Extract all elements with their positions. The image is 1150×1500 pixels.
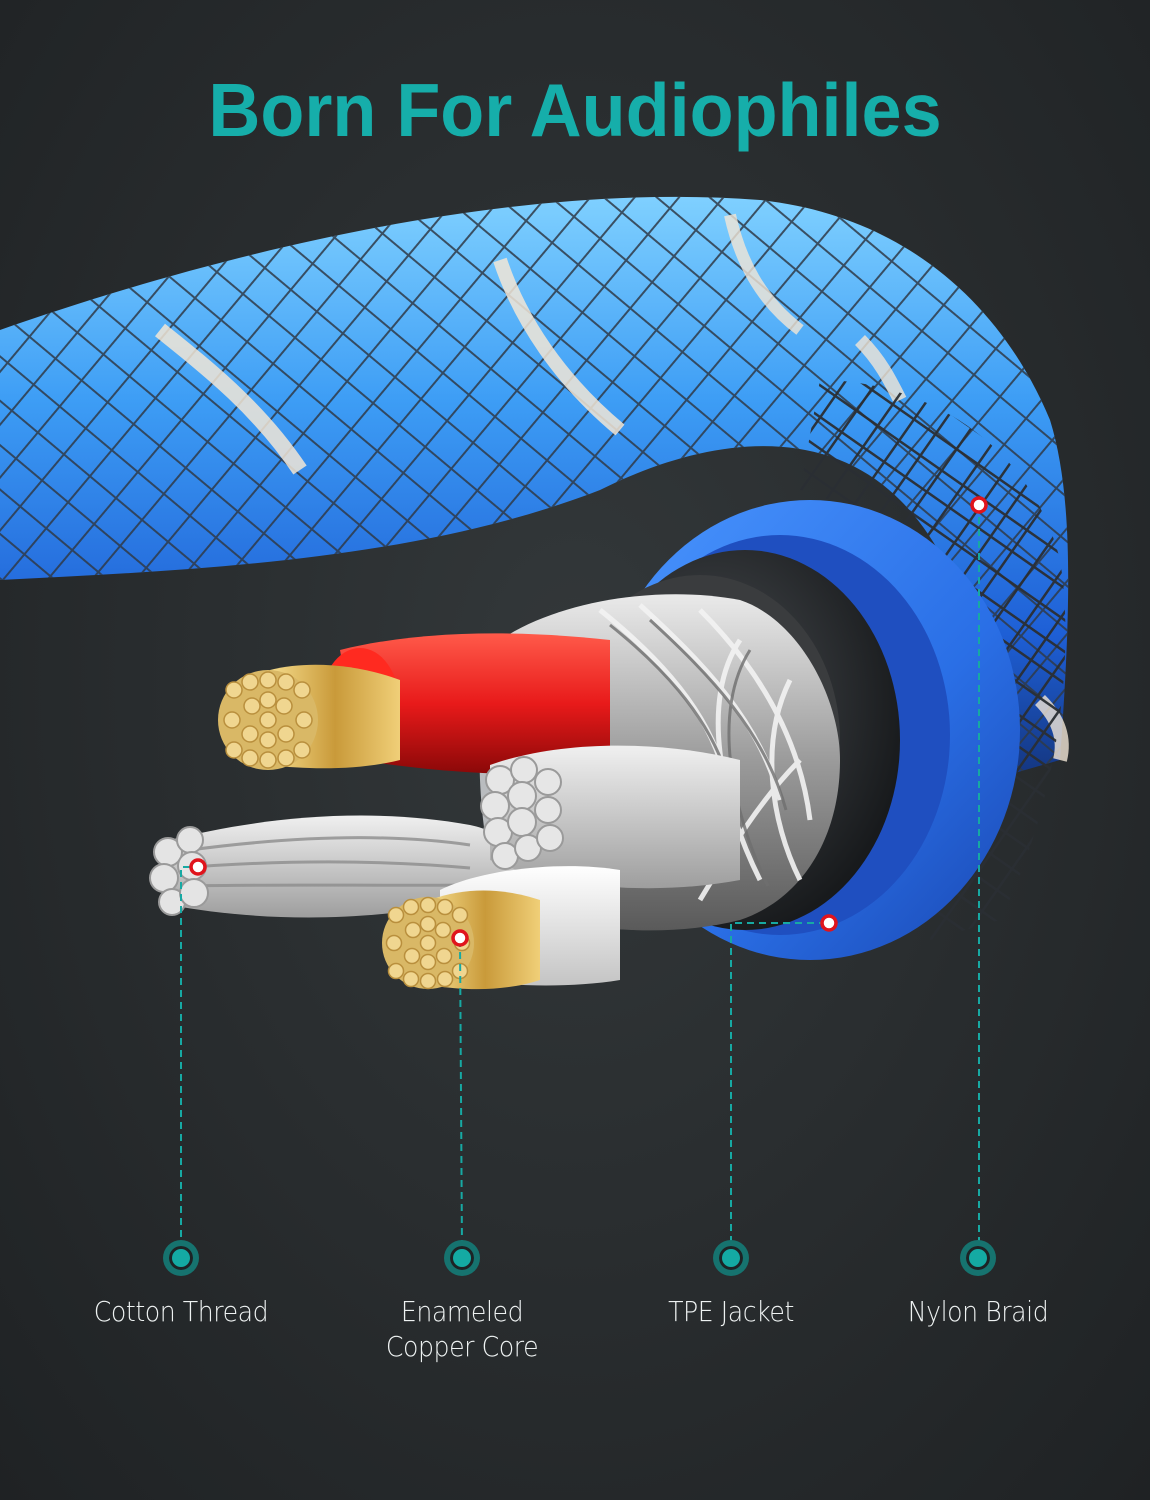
- teal-node-icon: [713, 1240, 749, 1276]
- callout-label: TPE Jacket: [668, 1295, 794, 1328]
- teal-node-icon: [960, 1240, 996, 1276]
- leader-tpe-jacket: [730, 922, 826, 1250]
- markers: [189, 496, 988, 947]
- leader-lines: [180, 505, 980, 1251]
- callout-nylon-braid: Nylon Braid: [848, 1240, 1108, 1329]
- teal-node-icon: [163, 1240, 199, 1276]
- callout-label: Cotton Thread: [93, 1295, 269, 1328]
- copper-core-lower: [382, 890, 540, 990]
- copper-core-upper: [218, 664, 400, 770]
- teal-node-icon: [444, 1240, 480, 1276]
- callout-enameled-copper-core: Enameled Copper Core: [332, 1240, 592, 1364]
- marker-nylon-braid-icon: [970, 496, 988, 514]
- leader-cotton-thread: [180, 866, 190, 1250]
- callout-label: Nylon Braid: [907, 1295, 1049, 1328]
- cotton-thread-right: [480, 745, 740, 889]
- callout-cotton-thread: Cotton Thread: [51, 1240, 311, 1329]
- marker-tpe-jacket-icon: [820, 914, 838, 932]
- marker-copper-core-icon: [451, 929, 469, 947]
- callout-label: Enameled Copper Core: [385, 1295, 539, 1363]
- leader-copper-core: [459, 939, 463, 1251]
- page-title: Born For Audiophiles: [208, 69, 942, 153]
- marker-cotton-thread-icon: [189, 858, 207, 876]
- callout-tpe-jacket: TPE Jacket: [601, 1240, 861, 1329]
